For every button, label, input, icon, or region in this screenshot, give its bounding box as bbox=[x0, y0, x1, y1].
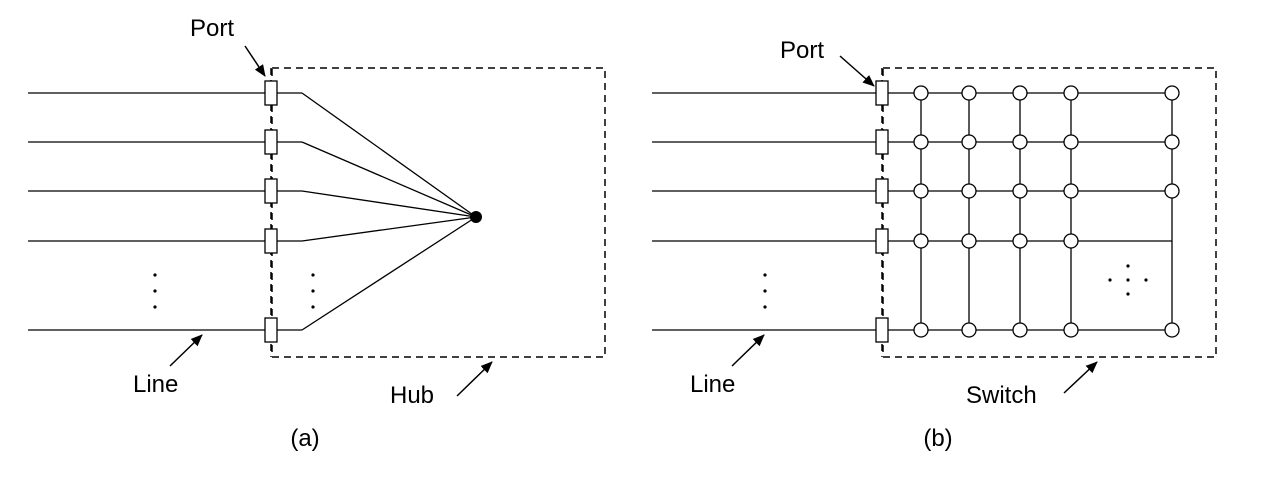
switch-grid-ellipsis bbox=[1108, 264, 1148, 296]
crosspoint-5-2 bbox=[961, 322, 977, 338]
switch-label: Switch bbox=[966, 382, 1037, 409]
switch-port-5 bbox=[875, 317, 889, 343]
switch-crossbar bbox=[887, 92, 1173, 331]
crosspoint-4-4 bbox=[1063, 233, 1079, 249]
crosspoint-3-3 bbox=[1012, 183, 1028, 199]
switch-line-ellipsis bbox=[763, 273, 767, 309]
hub-fan-line-5 bbox=[301, 216, 477, 331]
hub-lines bbox=[28, 68, 302, 357]
hub-port-label: Port bbox=[190, 15, 234, 42]
switch-port-3 bbox=[875, 178, 889, 204]
hub-fan-line-3 bbox=[301, 190, 477, 218]
hub-port-1 bbox=[264, 80, 278, 106]
switch-line-arrow bbox=[731, 334, 765, 367]
crosspoint-4-2 bbox=[961, 233, 977, 249]
crosspoint-4-3 bbox=[1012, 233, 1028, 249]
switch-lines bbox=[652, 68, 883, 357]
hub-port-arrow bbox=[244, 45, 266, 77]
crosspoint-5-3 bbox=[1012, 322, 1028, 338]
hub-fan-lines bbox=[301, 92, 477, 331]
hub-center-node bbox=[470, 211, 482, 223]
switch-line-label: Line bbox=[690, 371, 735, 398]
caption-a: (a) bbox=[290, 425, 319, 452]
hub-port-4 bbox=[264, 228, 278, 254]
switch-ports bbox=[875, 80, 889, 343]
hub-fan-line-1 bbox=[301, 92, 477, 218]
panel-a-hub: Port Line Hub (a) bbox=[28, 15, 606, 452]
switch-port-2 bbox=[875, 129, 889, 155]
hub-port-3 bbox=[264, 178, 278, 204]
crosspoint-1-3 bbox=[1012, 85, 1028, 101]
crosspoint-3-5 bbox=[1164, 183, 1180, 199]
panel-b-switch: Port Line Switch (b) bbox=[652, 37, 1217, 452]
switch-port-arrow bbox=[839, 55, 875, 87]
hub-label: Hub bbox=[390, 382, 434, 409]
crosspoint-5-5 bbox=[1164, 322, 1180, 338]
hub-ports bbox=[264, 80, 278, 343]
hub-line-ellipsis bbox=[153, 273, 157, 309]
hub-port-ellipsis bbox=[311, 273, 315, 309]
crosspoint-5-4 bbox=[1063, 322, 1079, 338]
crosspoint-4-1 bbox=[913, 233, 929, 249]
switch-crosspoints bbox=[913, 85, 1180, 338]
crosspoint-5-1 bbox=[913, 322, 929, 338]
hub-label-arrow bbox=[456, 361, 493, 397]
hub-port-5 bbox=[264, 317, 278, 343]
crosspoint-1-1 bbox=[913, 85, 929, 101]
crosspoint-1-5 bbox=[1164, 85, 1180, 101]
crosspoint-2-5 bbox=[1164, 134, 1180, 150]
crosspoint-2-4 bbox=[1063, 134, 1079, 150]
crosspoint-3-4 bbox=[1063, 183, 1079, 199]
crosspoint-2-1 bbox=[913, 134, 929, 150]
crosspoint-3-1 bbox=[913, 183, 929, 199]
crosspoint-3-2 bbox=[961, 183, 977, 199]
switch-port-label: Port bbox=[780, 37, 824, 64]
hub-fan-line-4 bbox=[301, 216, 477, 242]
switch-port-4 bbox=[875, 228, 889, 254]
caption-b: (b) bbox=[923, 425, 952, 452]
hub-fan-line-2 bbox=[301, 141, 477, 218]
crosspoint-2-3 bbox=[1012, 134, 1028, 150]
hub-box bbox=[271, 67, 606, 358]
switch-box bbox=[882, 67, 1217, 358]
switch-label-arrow bbox=[1063, 361, 1098, 394]
crosspoint-1-2 bbox=[961, 85, 977, 101]
hub-line-label: Line bbox=[133, 371, 178, 398]
hub-port-2 bbox=[264, 129, 278, 155]
switch-port-1 bbox=[875, 80, 889, 106]
crosspoint-2-2 bbox=[961, 134, 977, 150]
crosspoint-1-4 bbox=[1063, 85, 1079, 101]
hub-line-arrow bbox=[169, 334, 203, 367]
